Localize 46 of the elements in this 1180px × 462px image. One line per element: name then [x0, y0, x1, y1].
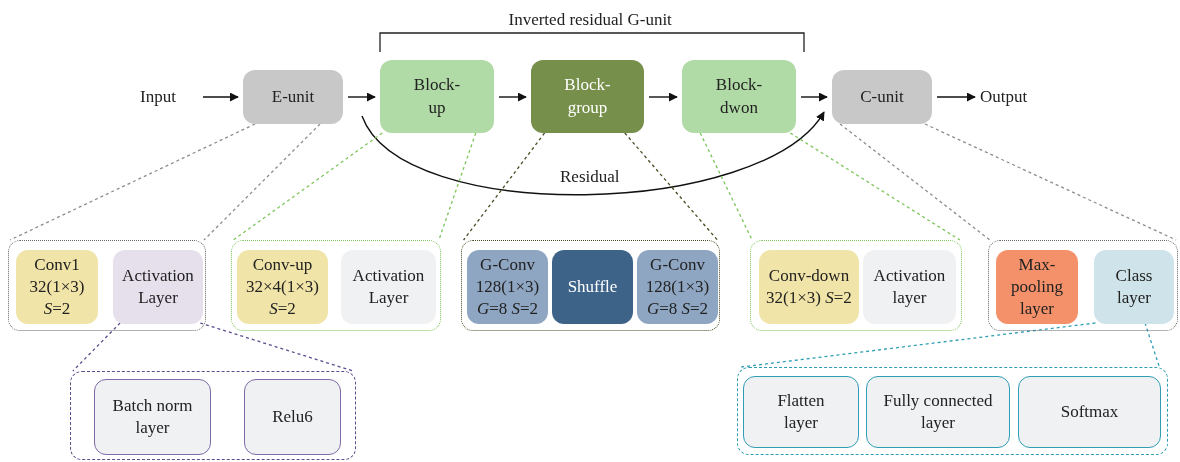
- unit-box: C-unit: [832, 70, 932, 124]
- block-box: Block-dwon: [682, 60, 796, 133]
- layer-box: Fully connected layer: [866, 376, 1010, 448]
- arrow: [498, 92, 527, 102]
- block-box: Block-group: [531, 60, 644, 133]
- layer-box: Conv-up 32×4(1×3) S=2: [237, 250, 328, 324]
- layer-box: Conv1 32(1×3) S=2: [16, 250, 98, 324]
- layer-box: Max-pooling layer: [996, 250, 1078, 324]
- layer-box: G-Conv 128(1×3) G=8 S=2: [637, 250, 718, 324]
- input-label: Input: [140, 84, 198, 110]
- zoom-line: [203, 123, 321, 241]
- zoom-line: [232, 132, 383, 241]
- layer-box: Flatten layer: [743, 376, 859, 448]
- zoom-line: [1144, 322, 1161, 368]
- zoom-line: [624, 132, 719, 241]
- layer-box: Activation Layer: [113, 250, 203, 324]
- zoom-line: [199, 322, 354, 372]
- layer-box: Class layer: [1094, 250, 1174, 324]
- zoom-line: [9, 123, 256, 241]
- zoom-line: [438, 132, 477, 241]
- output-label: Output: [980, 84, 1044, 110]
- layer-box: G-Conv 128(1×3) G=8 S=2: [467, 250, 548, 324]
- zoom-line: [740, 322, 1097, 368]
- arrow: [936, 92, 976, 102]
- zoom-line: [839, 123, 991, 241]
- arrow: [648, 92, 678, 102]
- layer-box: Activation layer: [863, 250, 956, 324]
- zoom-line: [789, 132, 961, 241]
- layer-box: Activation Layer: [341, 250, 436, 324]
- group-title: Inverted residual G-unit: [508, 10, 672, 30]
- arrow: [347, 92, 376, 102]
- layer-box: Conv-down 32(1×3) S=2: [759, 250, 859, 324]
- layer-box: Shuffle: [552, 250, 633, 324]
- arrow: [202, 92, 239, 102]
- layer-box: Relu6: [244, 379, 341, 455]
- block-box: Block-up: [380, 60, 494, 133]
- unit-box: E-unit: [243, 70, 343, 124]
- zoom-line: [699, 132, 753, 241]
- arrow: [800, 92, 828, 102]
- layer-box: Softmax: [1018, 376, 1161, 448]
- zoom-line: [462, 132, 546, 241]
- group-frame: [737, 367, 1168, 455]
- group-frame: [70, 371, 356, 460]
- zoom-line: [72, 322, 121, 372]
- layer-box: Batch norm layer: [94, 379, 211, 455]
- residual-arrow: [361, 111, 825, 196]
